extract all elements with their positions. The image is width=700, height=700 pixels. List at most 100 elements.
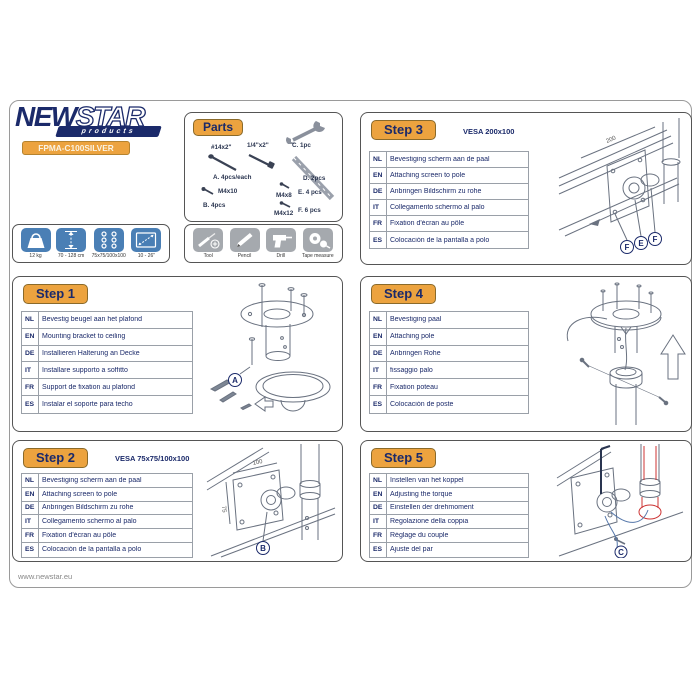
tool-tape-measure-label: Tape measure (302, 253, 334, 259)
language-row: ES Ajuste del par (370, 542, 528, 557)
tool-screwdriver-label: Tool (203, 253, 213, 259)
allen-key-icon (600, 445, 611, 494)
language-row: FR Réglage du couple (370, 529, 528, 543)
screw-b-icon (201, 187, 214, 195)
parts-panel: Parts C. 1pc #14x2" 1/4"x2" A. 4pcs/each… (184, 112, 343, 222)
callout-c-circle (614, 545, 628, 558)
step3-title-badge: Step 3 (371, 120, 437, 140)
step3-vesa-note: VESA 200x100 (463, 127, 515, 136)
tool-drill-label: Drill (276, 253, 286, 259)
dim-100-label: 100 (252, 459, 264, 467)
language-row: ES Colocación de poste (370, 395, 528, 413)
brand-logo: NEWSTAR products FPMA-C100SILVER (15, 102, 180, 161)
screw-f-icon (279, 201, 291, 208)
tool-screwdriver: Tool (193, 228, 224, 261)
language-row: EN Mounting bracket to ceiling (22, 328, 192, 346)
spec-weight: 12 kg (20, 228, 51, 261)
spec-height: 70 - 128 cm (56, 228, 87, 261)
tape-measure-icon (302, 228, 333, 252)
step5-diagram: C (556, 444, 684, 558)
step2-panel: Step 2 VESA 75x75/100x100 NL Bevestiging… (12, 440, 343, 562)
language-row: IT Regolazione della coppia (370, 515, 528, 530)
part-a-qty: A. 4pcs/each (213, 174, 252, 181)
dim-200-label: 200 (605, 135, 617, 145)
language-row: EN Attaching pole (370, 328, 528, 346)
step2-vesa-note: VESA 75x75/100x100 (115, 454, 190, 463)
step1-diagram: A (209, 283, 331, 412)
red-highlight (638, 446, 662, 520)
callout-b-label: B (260, 544, 266, 553)
wall-anchors-drawing (209, 379, 252, 411)
callout-c-label: C (618, 548, 624, 557)
website-url: www.newstar.eu (18, 572, 73, 581)
language-row: EN Attaching screen to pole (370, 168, 528, 184)
arrow-left-outline (254, 396, 274, 412)
callout-e-label: E (638, 239, 644, 248)
screw-e-icon (279, 182, 290, 189)
language-row: EN Attaching screen to pole (22, 487, 192, 502)
language-row: FR Fixation poteau (370, 379, 528, 396)
language-row: FR Fixation d'écran au pôle (22, 529, 192, 543)
step1-panel: Step 1 NL Bevestig beugel aan het plafon… (12, 276, 343, 432)
weight-icon (20, 228, 51, 252)
language-row: ES Instalar el soporte para techo (22, 395, 192, 413)
spec-screen-size-label: 10 - 26" (137, 253, 156, 259)
language-row: NL Bevestiging scherm aan de paal (370, 152, 528, 168)
callout-b-circle (256, 541, 270, 555)
tool-drill: Drill (265, 228, 296, 261)
wrench-icon (286, 121, 325, 144)
screen-size-icon (131, 228, 162, 252)
part-b-qty: B. 4pcs (203, 202, 226, 209)
arrow-up-outline (660, 334, 686, 380)
part-a-size2: 1/4"x2" (247, 142, 269, 149)
pencil-icon (229, 228, 260, 252)
vesa-bracket-drawing (206, 444, 336, 558)
step1-title-badge: Step 1 (23, 284, 89, 304)
step4-panel: Step 4 NL Bevestiging paal EN Attaching … (360, 276, 692, 432)
drill-icon (265, 228, 296, 252)
lag-screw-icon (208, 154, 237, 171)
step3-language-table: NL Bevestiging scherm aan de paal EN Att… (369, 151, 529, 249)
ceiling-plate-drawing (239, 283, 314, 375)
callout-f2-label: F (653, 235, 658, 244)
callout-a-label: A (232, 376, 238, 385)
parts-title-badge: Parts (193, 119, 244, 136)
language-row: IT Installare supporto a soffitto (22, 362, 192, 380)
spec-vesa: 75x75/100x100 (92, 228, 126, 261)
part-b-size: M4x10 (218, 188, 238, 195)
callout-f2-circle (648, 232, 662, 246)
language-row: DE Anbringen Bildschirm zu rohe (370, 184, 528, 200)
spec-weight-label: 12 kg (29, 253, 42, 259)
part-c-qty: C. 1pc (292, 142, 311, 149)
step1-language-table: NL Bevestig beugel aan het plafond EN Mo… (21, 311, 193, 414)
language-row: IT Collegamento schermo al palo (370, 200, 528, 216)
height-range-icon (56, 228, 87, 252)
bolt-icon (248, 154, 275, 169)
screwdriver-icon (193, 228, 224, 252)
spec-icons-panel: 12 kg 70 - 128 cm 75x75/100x100 10 - 26" (12, 224, 170, 263)
dim-75-label: 75 (220, 506, 227, 514)
torque-adjust-drawing (556, 444, 684, 557)
rail-bracket-drawing (558, 118, 681, 241)
arrow-small (589, 219, 600, 226)
step5-language-table: NL Instellen van het koppel EN Adjusting… (369, 473, 529, 558)
tool-pencil: Pencil (229, 228, 260, 261)
language-row: NL Bevestiging paal (370, 312, 528, 329)
tool-tape-measure: Tape measure (302, 228, 334, 261)
language-row: NL Bevestig beugel aan het plafond (22, 312, 192, 329)
part-d-qty: D. 2pcs (303, 175, 326, 182)
language-row: DE Installieren Halterung an Decke (22, 345, 192, 363)
language-row: IT fissaggio palo (370, 362, 528, 380)
part-e-size: M4x8 (276, 192, 292, 199)
spec-vesa-label: 75x75/100x100 (91, 253, 126, 259)
pole-part-icon (291, 155, 335, 201)
step2-language-table: NL Bevestiging scherm aan de paal EN Att… (21, 473, 193, 558)
brand-tagline: products (55, 126, 162, 137)
dome-cover-drawing (255, 371, 331, 412)
part-f-qty: F. 6 pcs (298, 207, 321, 214)
part-a-size1: #14x2" (211, 144, 232, 151)
language-row: DE Anbringen Bildschirm zu rohe (22, 501, 192, 516)
model-badge: FPMA-C100SILVER (22, 141, 130, 155)
step4-diagram (566, 282, 686, 425)
language-row: IT Collegamento schermo al palo (22, 515, 192, 530)
